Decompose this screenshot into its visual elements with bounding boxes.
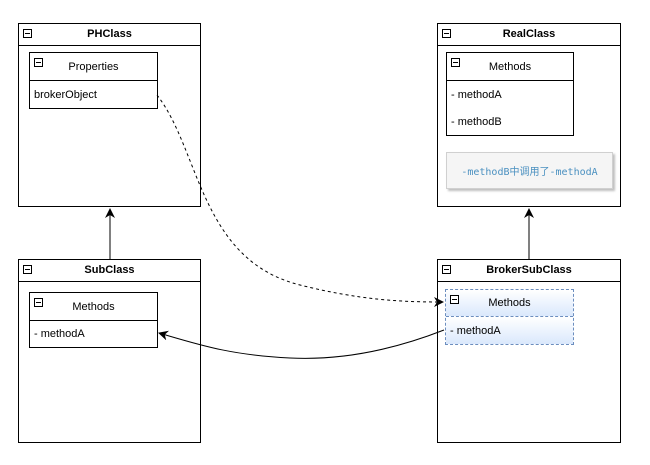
subclass-box[interactable]: SubClass Methods - methodA bbox=[18, 259, 201, 443]
brokersubclass-title: BrokerSubClass bbox=[486, 264, 572, 276]
method-a: - methodA bbox=[34, 328, 85, 340]
method-a: - methodA bbox=[451, 89, 502, 101]
collapse-icon[interactable] bbox=[34, 58, 43, 67]
phclass-box[interactable]: PHClass Properties brokerObject bbox=[18, 23, 201, 207]
realclass-title: RealClass bbox=[502, 28, 556, 40]
phclass-properties-box[interactable]: Properties brokerObject bbox=[29, 52, 158, 109]
brokersubclass-methods-box[interactable]: Methods - methodA bbox=[445, 289, 574, 345]
realclass-methods-box[interactable]: Methods - methodA - methodB bbox=[446, 52, 574, 136]
collapse-icon[interactable] bbox=[442, 29, 451, 38]
realclass-box[interactable]: RealClass Methods - methodA - methodB -m… bbox=[437, 23, 621, 207]
method-row-bg bbox=[446, 317, 573, 344]
collapse-icon[interactable] bbox=[442, 265, 451, 274]
methods-title: Methods bbox=[488, 60, 532, 73]
methods-title: Methods bbox=[488, 297, 531, 309]
brokersubclass-header: BrokerSubClass bbox=[438, 260, 620, 282]
brokersubclass-box[interactable]: BrokerSubClass Methods - methodA bbox=[437, 259, 621, 443]
methods-header: Methods bbox=[30, 293, 157, 321]
collapse-icon[interactable] bbox=[34, 298, 43, 307]
phclass-title: PHClass bbox=[87, 28, 132, 40]
subclass-title: SubClass bbox=[84, 264, 135, 276]
methods-header: Methods bbox=[447, 53, 573, 81]
collapse-icon[interactable] bbox=[451, 58, 460, 67]
properties-title: Properties bbox=[68, 60, 119, 73]
method-a: - methodA bbox=[450, 325, 501, 337]
subclass-header: SubClass bbox=[19, 260, 200, 282]
methods-title: Methods bbox=[72, 300, 115, 313]
note-methodb-calls-methoda[interactable]: -methodB中调用了-methodA bbox=[446, 152, 613, 189]
brokerobject-to-brokersubclass-dashed-arrow[interactable] bbox=[156, 94, 444, 307]
phclass-header: PHClass bbox=[19, 24, 200, 46]
subclass-methods-box[interactable]: Methods - methodA bbox=[29, 292, 158, 348]
method-b: - methodB bbox=[451, 116, 502, 128]
methods-header: Methods bbox=[446, 290, 573, 317]
collapse-icon[interactable] bbox=[23, 265, 32, 274]
collapse-icon[interactable] bbox=[450, 295, 459, 304]
broker-methoda-to-subclass-methoda-arrow[interactable] bbox=[158, 329, 445, 359]
realclass-header: RealClass bbox=[438, 24, 620, 46]
properties-header: Properties bbox=[30, 53, 157, 81]
collapse-icon[interactable] bbox=[23, 29, 32, 38]
property-brokerobject: brokerObject bbox=[34, 89, 97, 101]
